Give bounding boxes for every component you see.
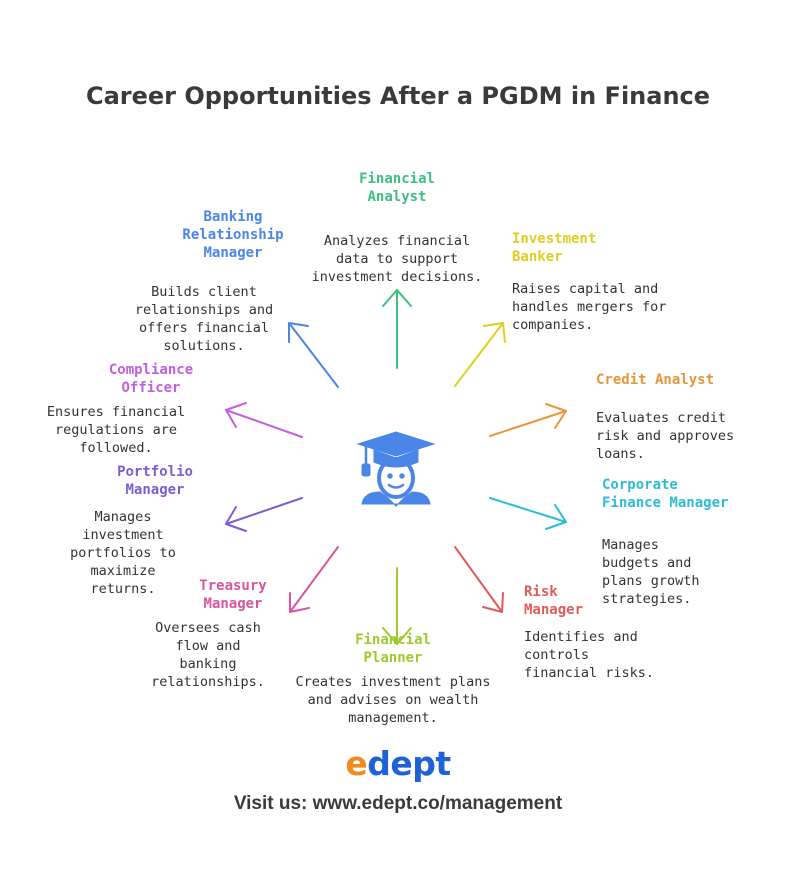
text-line: Analyzes financial [323, 233, 471, 249]
text-line: Identifies and [524, 629, 638, 645]
text-line: Finance Manager [602, 495, 729, 511]
text-line: risk and approves [596, 428, 735, 444]
brand-wordmark: dept [367, 744, 451, 783]
text-line: Manager [524, 602, 584, 618]
text-line: solutions. [163, 338, 245, 354]
role-desc-investment-banker: Raises capital and handles mergers for com… [512, 280, 702, 334]
arrow-treasury-manager [289, 546, 339, 613]
brand-logo: edept [0, 744, 796, 783]
text-line: flow and [175, 638, 241, 654]
text-line: Banker [512, 249, 563, 265]
role-desc-banking-relationship-manager: Builds client relationships and offers fin… [124, 283, 284, 355]
text-line: Treasury [199, 578, 267, 594]
role-desc-financial-analyst: Analyzes financial data to support investm… [297, 232, 497, 286]
text-line: Investment [512, 231, 597, 247]
page-title: Career Opportunities After a PGDM in Fin… [85, 82, 711, 110]
arrow-financial-planner [382, 567, 412, 645]
text-line: returns. [90, 581, 156, 597]
text-line: portfolios to [70, 545, 176, 561]
text-line: banking [179, 656, 237, 672]
text-line: and advises on wealth [307, 692, 479, 708]
text-line: Builds client [151, 284, 257, 300]
arrow-investment-banker [454, 322, 506, 387]
text-line: Financial [359, 171, 435, 187]
text-line: Planner [363, 650, 423, 666]
text-line: controls [524, 647, 590, 663]
text-line: Manager [125, 482, 185, 498]
text-line: management. [348, 710, 438, 726]
role-desc-financial-planner: Creates investment plans and advises on w… [286, 673, 500, 727]
arrow-portfolio-manager [225, 497, 303, 532]
text-line: Relationship [182, 227, 284, 243]
text-line: companies. [512, 317, 594, 333]
role-desc-portfolio-manager: Manages investment portfolios to maximize re… [62, 508, 184, 598]
role-desc-treasury-manager: Oversees cash flow and banking relationship… [140, 619, 276, 691]
role-desc-credit-analyst: Evaluates credit risk and approves loans. [596, 409, 776, 463]
arrow-corporate-finance-manager [489, 497, 567, 530]
text-line: Financial [355, 632, 431, 648]
role-desc-corporate-finance-manager: Manages budgets and plans growth strategies… [602, 536, 762, 608]
text-line: offers financial [138, 320, 270, 336]
footer-visit-link[interactable]: Visit us: www.edept.co/management [233, 793, 563, 814]
arrow-banking-relationship-manager [288, 322, 339, 388]
brand-mark: e [345, 744, 368, 783]
text-line: Raises capital and [512, 281, 659, 297]
text-line: Analyst [367, 189, 427, 205]
text-line: maximize [90, 563, 156, 579]
text-line: Corporate [602, 477, 678, 493]
graduate-icon [356, 431, 436, 507]
text-line: Risk [524, 584, 558, 600]
arrow-risk-manager [454, 546, 504, 613]
role-desc-compliance-officer: Ensures financial regulations are followed… [36, 403, 196, 457]
text-line: Evaluates credit [596, 410, 727, 426]
text-line: relationships and [134, 302, 274, 318]
role-title-credit-analyst: Credit Analyst [596, 371, 776, 389]
text-line: regulations are [55, 422, 177, 438]
text-line: Creates investment plans [295, 674, 491, 690]
text-line: Manager [203, 245, 263, 261]
arrow-compliance-officer [225, 402, 303, 438]
text-line: followed. [79, 440, 153, 456]
text-line: Manager [203, 596, 263, 612]
text-line: Oversees cash [155, 620, 261, 636]
arrow-credit-analyst [489, 403, 567, 437]
arrow-financial-analyst [382, 289, 412, 369]
text-line: Portfolio [117, 464, 193, 480]
text-line: Officer [121, 380, 181, 396]
text-line: Banking [203, 209, 263, 225]
text-line: plans growth [602, 573, 700, 589]
text-line: strategies. [602, 591, 692, 607]
text-line: data to support [336, 251, 458, 267]
text-line: relationships. [151, 674, 265, 690]
text-line: financial risks. [524, 665, 655, 681]
text-line: Credit Analyst [596, 372, 715, 388]
text-line: handles mergers for [512, 299, 667, 315]
text-line: Manages [602, 537, 659, 553]
text-line: investment decisions. [311, 269, 483, 285]
role-desc-risk-manager: Identifies and controls financial risks. [524, 628, 684, 682]
text-line: budgets and [602, 555, 692, 571]
text-line: Compliance [108, 362, 194, 378]
text-line: Ensures financial [46, 404, 186, 420]
text-line: Manages [94, 509, 152, 525]
text-line: investment [82, 527, 164, 543]
text-line: loans. [596, 446, 645, 462]
